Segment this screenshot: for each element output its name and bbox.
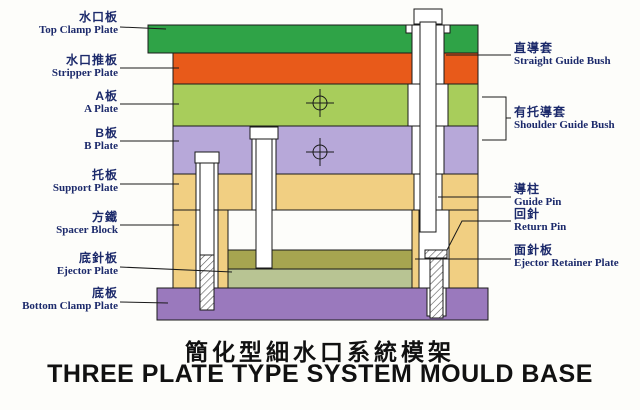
- title-english: THREE PLATE TYPE SYSTEM MOULD BASE: [47, 360, 593, 388]
- label-cn: 有托導套: [514, 105, 567, 119]
- label-cn: B板: [95, 126, 118, 140]
- label-cn: 水口板: [78, 10, 118, 24]
- label-top-clamp-plate: 水口板 Top Clamp Plate: [0, 11, 118, 37]
- label-ejector-retainer-plate: 面針板 Ejector Retainer Plate: [514, 244, 619, 270]
- label-cn: 方鐵: [91, 210, 118, 224]
- pins: [194, 8, 448, 319]
- label-en: Guide Pin: [514, 196, 562, 208]
- centerline-marks: [306, 89, 334, 166]
- bracket-shoulder-guide-bush: [482, 96, 507, 141]
- support-screw-thread: [199, 254, 215, 311]
- label-bottom-clamp-plate: 底板 Bottom Clamp Plate: [0, 287, 118, 313]
- center-pin-shaft: [255, 138, 273, 269]
- guide-pin: [413, 8, 443, 233]
- label-en: Shoulder Guide Bush: [514, 119, 615, 131]
- centerline-mark-lower: [306, 138, 334, 166]
- return-pin: [424, 249, 448, 319]
- label-guide-pin: 導柱 Guide Pin: [514, 183, 561, 209]
- label-shoulder-guide-bush: 有托導套 Shoulder Guide Bush: [514, 106, 615, 132]
- label-en: Support Plate: [52, 182, 118, 194]
- label-cn: 導柱: [514, 182, 541, 196]
- label-en: Ejector Retainer Plate: [514, 257, 619, 269]
- support-screw: [194, 151, 220, 311]
- label-cn: 面針板: [514, 243, 554, 257]
- support-screw-shaft: [199, 162, 215, 256]
- centerline-mark-upper: [306, 89, 334, 117]
- label-en: Top Clamp Plate: [38, 24, 118, 36]
- mould-diagram: [119, 8, 511, 321]
- label-b-plate: B板 B Plate: [0, 127, 118, 153]
- label-en: Ejector Plate: [56, 265, 118, 277]
- center-pin-head: [249, 126, 279, 140]
- label-en: B Plate: [84, 140, 118, 152]
- ejector-plate: [227, 268, 413, 289]
- leader-ejector-plate: [119, 266, 233, 273]
- label-en: Spacer Block: [56, 224, 118, 236]
- label-straight-guide-bush: 直導套 Straight Guide Bush: [514, 42, 611, 68]
- title-chinese: 簡化型細水口系統模架: [185, 339, 455, 365]
- leader-return-pin: [446, 220, 511, 251]
- label-return-pin: 回針 Return Pin: [514, 208, 566, 234]
- label-cn: 底針板: [78, 251, 118, 265]
- label-cn: 水口推板: [65, 53, 118, 67]
- support-screw-head: [194, 151, 220, 164]
- label-en: Bottom Clamp Plate: [22, 300, 118, 312]
- label-stripper-plate: 水口推板 Stripper Plate: [0, 54, 118, 80]
- return-pin-shaft: [429, 257, 444, 319]
- return-pin-head: [424, 249, 448, 259]
- label-en: Stripper Plate: [51, 67, 118, 79]
- leader-lines: [119, 26, 511, 304]
- leader-bottom-clamp-plate: [119, 301, 169, 304]
- label-cn: A板: [95, 89, 118, 103]
- guide-pin-shaft: [419, 21, 437, 233]
- center-pin: [249, 126, 279, 269]
- label-en: Return Pin: [514, 221, 567, 233]
- label-cn: 直導套: [514, 41, 554, 55]
- leader-top-clamp-plate: [119, 26, 167, 30]
- label-cn: 底板: [91, 286, 118, 300]
- label-en: A Plate: [84, 103, 118, 115]
- label-en: Straight Guide Bush: [514, 55, 611, 67]
- label-a-plate: A板 A Plate: [0, 90, 118, 116]
- label-ejector-plate: 底針板 Ejector Plate: [0, 252, 118, 278]
- label-cn: 托板: [91, 168, 118, 182]
- label-spacer-block: 方鐵 Spacer Block: [0, 211, 118, 237]
- label-cn: 回針: [514, 207, 541, 221]
- label-support-plate: 托板 Support Plate: [0, 169, 118, 195]
